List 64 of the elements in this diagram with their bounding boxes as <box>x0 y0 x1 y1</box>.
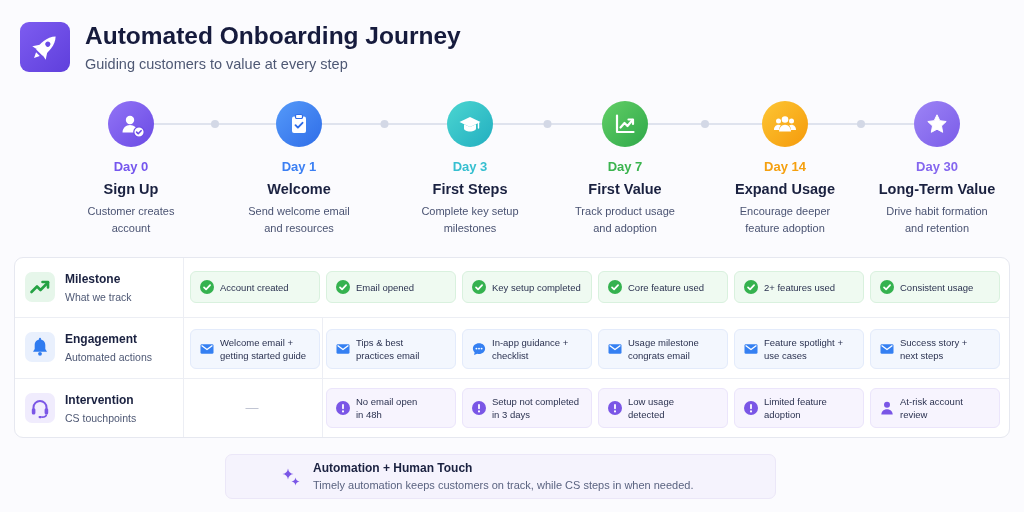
card-text: Welcome email + getting started guide <box>220 336 308 362</box>
step-description: Send welcome email and resources <box>247 204 351 236</box>
card-text: 2+ features used <box>764 280 836 294</box>
placeholder-dash: — <box>245 400 259 416</box>
card-text: Account created <box>220 280 289 294</box>
day-label: Day 14 <box>764 159 806 175</box>
day-label: Day 0 <box>113 159 149 175</box>
day-label: Day 1 <box>281 159 317 175</box>
day-label: Day 7 <box>607 159 643 175</box>
step-description: Encourage deeper feature adoption <box>738 204 832 236</box>
intervention-card <box>462 388 592 428</box>
step-title: First Value <box>588 180 662 198</box>
card-text: Tips & best practices email <box>356 336 421 362</box>
step-title: Welcome <box>267 180 331 198</box>
step-title: First Steps <box>432 180 508 198</box>
card-text: Consistent usage <box>900 280 974 294</box>
intervention-card <box>326 388 456 428</box>
milestone-card <box>734 271 864 303</box>
step-title: Sign Up <box>103 180 159 198</box>
card-text: Feature spotlight + use cases <box>764 336 844 362</box>
engagement-card <box>870 329 1000 369</box>
step-description: Drive habit formation and retention <box>885 204 989 236</box>
card-text: Usage milestone congrats email <box>628 336 700 362</box>
card-text: No email open in 48h <box>356 395 419 421</box>
row-title: Engagement <box>65 332 137 347</box>
engagement-card <box>598 329 728 369</box>
row-subtitle: CS touchpoints <box>65 411 137 425</box>
milestone-card <box>462 271 592 303</box>
step-description: Complete key setup milestones <box>420 204 520 236</box>
step-title: Long-Term Value <box>878 180 996 198</box>
subtitle: Guiding customers to value at every step <box>85 55 348 73</box>
engagement-card <box>326 329 456 369</box>
card-text: Success story + next steps <box>900 336 969 362</box>
card-text: At-risk account review <box>900 395 964 421</box>
step-description: Customer creates account <box>86 204 176 236</box>
row-title: Intervention <box>65 393 134 408</box>
intervention-card <box>598 388 728 428</box>
milestone-card <box>190 271 320 303</box>
day-label: Day 30 <box>916 159 958 175</box>
row-subtitle: What we track <box>65 290 132 304</box>
engagement-card <box>190 329 320 369</box>
card-text: Core feature used <box>628 280 705 294</box>
callout-title: Automation + Human Touch <box>313 460 473 476</box>
row-subtitle: Automated actions <box>65 350 152 364</box>
intervention-card <box>734 388 864 428</box>
engagement-card <box>734 329 864 369</box>
title: Automated Onboarding Journey <box>85 21 461 51</box>
card-text: Low usage detected <box>628 395 675 421</box>
intervention-card <box>870 388 1000 428</box>
engagement-card <box>462 329 592 369</box>
card-text: Setup not completed in 3 days <box>492 395 581 421</box>
card-text: Limited feature adoption <box>764 395 828 421</box>
callout-box <box>225 454 776 499</box>
callout-text: Timely automation keeps customers on track, while CS steps in when needed. <box>313 477 694 493</box>
milestone-card <box>870 271 1000 303</box>
row-title: Milestone <box>65 272 121 287</box>
step-description: Track product usage and adoption <box>574 204 676 236</box>
milestone-card <box>598 271 728 303</box>
step-title: Expand Usage <box>735 180 835 198</box>
milestone-card <box>326 271 456 303</box>
card-text: In-app guidance + checklist <box>492 336 570 362</box>
card-text: Email opened <box>356 280 415 294</box>
day-label: Day 3 <box>452 159 488 175</box>
card-text: Key setup completed <box>492 280 581 294</box>
